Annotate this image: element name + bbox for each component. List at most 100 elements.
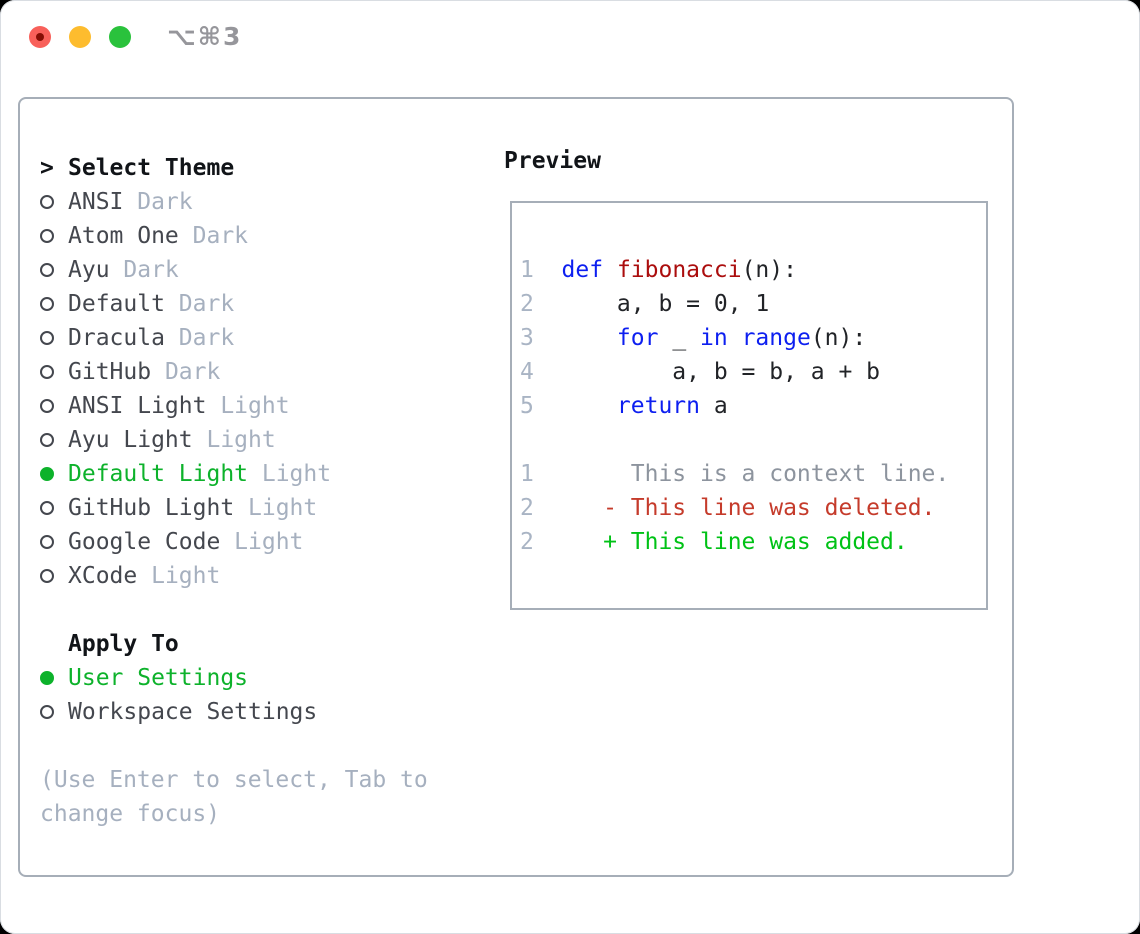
code-token-plain: a, b = b, a + b bbox=[561, 359, 881, 385]
theme-name: Atom One bbox=[68, 223, 179, 249]
code-token-del: - This line was deleted. bbox=[561, 495, 936, 521]
code-token-kw: def bbox=[561, 257, 604, 283]
code-token-kw: range bbox=[741, 325, 811, 351]
theme-variant: Dark bbox=[164, 359, 221, 385]
line-number: 5 bbox=[520, 393, 534, 419]
theme-variant: Dark bbox=[137, 189, 193, 215]
line-number: 1 bbox=[520, 461, 534, 487]
code-line: 3 for _ in range(n): bbox=[520, 321, 986, 355]
theme-option-atom-one[interactable]: Atom One Dark bbox=[40, 219, 331, 253]
code-token-plain: a, b = 0, 1 bbox=[561, 291, 770, 317]
code-token-plain bbox=[562, 325, 617, 351]
code-token-kw: for bbox=[616, 325, 659, 351]
line-number: 4 bbox=[520, 359, 534, 385]
code-token-kw: in bbox=[700, 325, 728, 351]
code-line: 2 + This line was added. bbox=[520, 525, 986, 559]
theme-name: Dracula bbox=[68, 325, 165, 351]
radio-icon bbox=[40, 331, 54, 345]
radio-icon bbox=[40, 297, 54, 311]
theme-variant: Dark bbox=[178, 291, 235, 317]
theme-option-default-light[interactable]: Default Light Light bbox=[40, 457, 331, 491]
code-token-plain: _ bbox=[658, 325, 701, 351]
code-token-plain bbox=[562, 393, 617, 419]
theme-name: Default Light bbox=[68, 461, 249, 487]
radio-selected-icon bbox=[40, 671, 54, 685]
line-number: 2 bbox=[520, 529, 534, 555]
radio-icon bbox=[40, 569, 54, 583]
code-token-add: + This line was added. bbox=[561, 529, 908, 555]
theme-name: XCode bbox=[68, 563, 138, 589]
code-line bbox=[520, 423, 986, 457]
minimize-button[interactable] bbox=[69, 26, 91, 48]
line-number: 3 bbox=[520, 325, 534, 351]
code-token-plain: a bbox=[700, 393, 728, 419]
code-line: 2 - This line was deleted. bbox=[520, 491, 986, 525]
code-line: 1 def fibonacci(n): bbox=[520, 253, 986, 287]
line-number: 1 bbox=[520, 257, 534, 283]
theme-name: GitHub Light bbox=[68, 495, 235, 521]
traffic-lights bbox=[29, 26, 131, 48]
theme-variant: Light bbox=[261, 461, 332, 487]
theme-variant: Light bbox=[151, 563, 221, 589]
radio-icon bbox=[40, 229, 54, 243]
theme-variant: Dark bbox=[178, 325, 235, 351]
close-dot-icon bbox=[36, 33, 44, 41]
theme-list-header: >Select Theme bbox=[40, 151, 331, 185]
line-number: 2 bbox=[520, 495, 534, 521]
radio-icon bbox=[40, 195, 54, 209]
radio-icon bbox=[40, 365, 54, 379]
radio-icon bbox=[40, 501, 54, 515]
theme-variant: Light bbox=[234, 529, 304, 555]
apply-to-header: Apply To bbox=[40, 627, 317, 661]
theme-option-ayu[interactable]: Ayu Dark bbox=[40, 253, 331, 287]
theme-option-github[interactable]: GitHub Dark bbox=[40, 355, 331, 389]
code-line: 5 return a bbox=[520, 389, 986, 423]
theme-variant: Dark bbox=[123, 257, 179, 283]
code-line: 2 a, b = 0, 1 bbox=[520, 287, 986, 321]
theme-name: Ayu bbox=[68, 257, 110, 283]
radio-icon bbox=[40, 263, 54, 277]
line-number: 2 bbox=[520, 291, 534, 317]
theme-list-title: Select Theme bbox=[68, 155, 235, 181]
code-token-fn: fibonacci bbox=[616, 257, 742, 283]
radio-icon bbox=[40, 705, 54, 719]
code-line: 4 a, b = b, a + b bbox=[520, 355, 986, 389]
theme-option-dracula[interactable]: Dracula Dark bbox=[40, 321, 331, 355]
radio-icon bbox=[40, 535, 54, 549]
theme-option-xcode[interactable]: XCode Light bbox=[40, 559, 331, 593]
apply-to-title: Apply To bbox=[68, 631, 179, 657]
zoom-button[interactable] bbox=[109, 26, 131, 48]
code-token-plain: (n): bbox=[810, 325, 867, 351]
apply-option-workspace-settings[interactable]: Workspace Settings bbox=[40, 695, 317, 729]
code-token-ctx: This is a context line. bbox=[561, 461, 950, 487]
theme-name: Ayu Light bbox=[68, 427, 193, 453]
preview-title: Preview bbox=[504, 148, 601, 174]
theme-name: Default bbox=[68, 291, 165, 317]
radio-icon bbox=[40, 433, 54, 447]
code-token-plain bbox=[603, 257, 617, 283]
code-token-plain bbox=[728, 325, 742, 351]
theme-variant: Dark bbox=[192, 223, 249, 249]
theme-variant: Light bbox=[220, 393, 290, 419]
theme-name: GitHub bbox=[68, 359, 152, 385]
code-token-kw: return bbox=[616, 393, 701, 419]
keyboard-hint: (Use Enter to select, Tab to change focu… bbox=[40, 767, 428, 827]
code-token-plain: (n): bbox=[741, 257, 797, 283]
apply-option-label: Workspace Settings bbox=[68, 699, 318, 725]
apply-option-user-settings[interactable]: User Settings bbox=[40, 661, 317, 695]
code-line: 1 This is a context line. bbox=[520, 457, 986, 491]
theme-option-github-light[interactable]: GitHub Light Light bbox=[40, 491, 331, 525]
theme-option-default[interactable]: Default Dark bbox=[40, 287, 331, 321]
theme-variant: Light bbox=[248, 495, 318, 521]
close-button[interactable] bbox=[29, 26, 51, 48]
apply-option-label: User Settings bbox=[68, 665, 249, 691]
